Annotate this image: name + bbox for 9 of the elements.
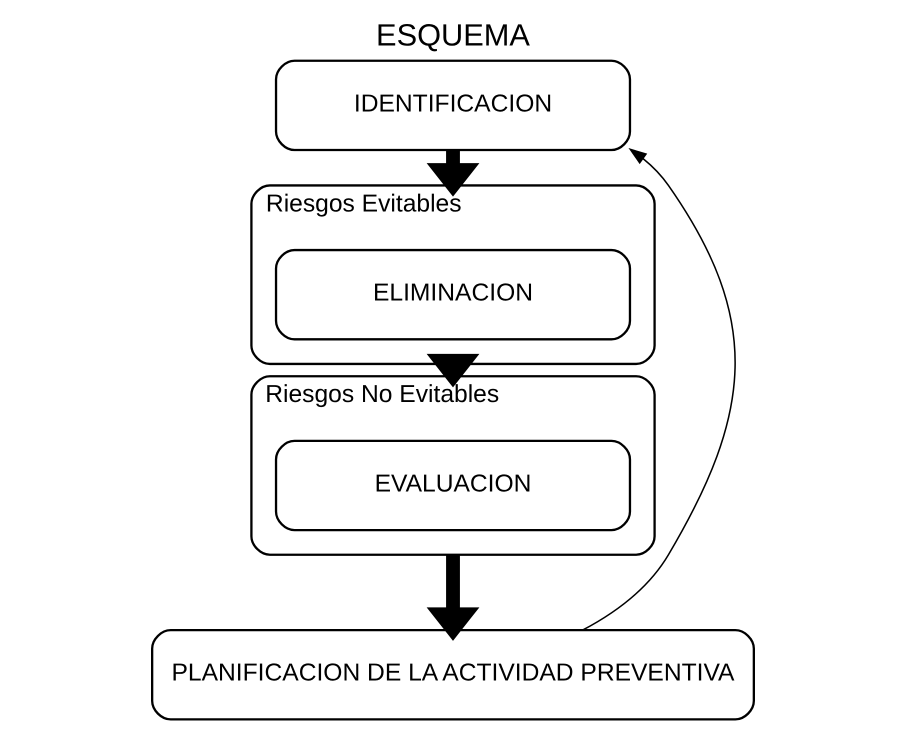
node-box: IDENTIFICACION bbox=[274, 60, 632, 152]
node-box: ELIMINACION bbox=[274, 248, 632, 340]
node-box: PLANIFICACION DE LA ACTIVIDAD PREVENTIVA bbox=[151, 629, 755, 721]
node-box: EVALUACION bbox=[274, 440, 632, 532]
arrow bbox=[426, 354, 480, 388]
diagram-title: ESQUEMA bbox=[376, 17, 530, 52]
arrow bbox=[582, 148, 736, 631]
arrow bbox=[426, 554, 480, 641]
arrow bbox=[426, 150, 480, 197]
